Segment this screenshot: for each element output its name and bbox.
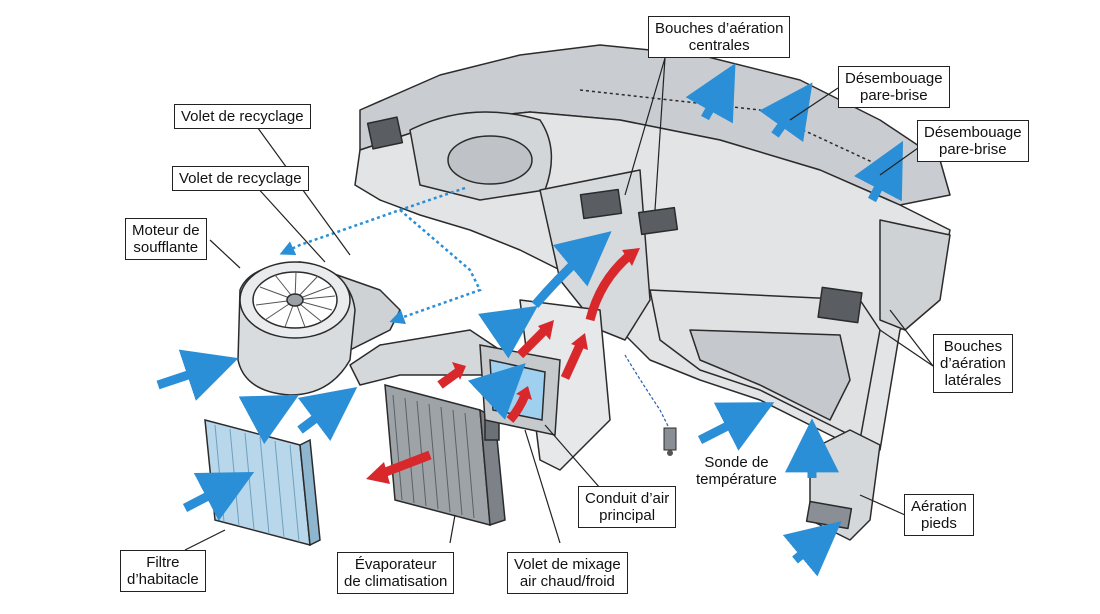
instrument-gauge: [447, 135, 533, 185]
arrow-red-up-3: [560, 343, 585, 380]
arrow-blue-center-vent: [531, 231, 612, 308]
label-text: pieds: [921, 515, 957, 532]
hot-air-arrowheads: [366, 248, 640, 484]
arrow-red-up-2: [516, 326, 549, 359]
temperature-sensor-icon: [624, 354, 677, 456]
label-text: température: [696, 471, 777, 488]
label-sonde-temperature: Sonde de température: [696, 454, 777, 488]
label-aeration-pieds: Aération pieds: [904, 494, 974, 536]
center-vent-right: [637, 206, 679, 236]
label-text: soufflante: [133, 239, 199, 256]
center-vent-left: [579, 188, 623, 220]
arrow-blue-duct-to-evap: [478, 305, 538, 359]
label-text: de climatisation: [344, 573, 448, 590]
label-bouches-centrales: Bouches d’aération centrales: [648, 16, 791, 58]
arrow-blue-vent-up-2: [759, 82, 813, 143]
label-text: Bouches: [943, 338, 1003, 355]
label-evaporateur: Évaporateur de climatisation: [337, 552, 455, 594]
arrow-red-center: [585, 251, 633, 322]
label-volet-recyclage-2: Volet de recyclage: [172, 166, 309, 191]
side-vent-right: [817, 286, 863, 324]
label-text: air chaud/froid: [519, 573, 615, 590]
arrow-blue-glovebox: [697, 402, 775, 451]
label-text: Aération: [911, 498, 967, 515]
arrow-blue-vent-up-3: [854, 140, 904, 203]
label-volet-mixage: Volet de mixage air chaud/froid: [507, 552, 628, 594]
label-text: Désembouage: [845, 70, 943, 87]
label-text: principal: [599, 507, 656, 524]
recirculation-flow: [279, 186, 482, 325]
label-text: Évaporateur: [354, 556, 437, 573]
arrow-blue-filter-in: [182, 472, 255, 521]
label-text: d’habitacle: [127, 571, 199, 588]
arrow-blue-vent-up-1: [685, 63, 736, 124]
label-volet-recyclage-1: Volet de recyclage: [174, 104, 311, 129]
label-text: Volet de mixage: [514, 556, 621, 573]
arrow-blue-foot-2: [782, 521, 842, 577]
label-text: d’aération: [940, 355, 1006, 372]
label-text: Filtre: [146, 554, 180, 571]
label-text: Volet de recyclage: [179, 170, 302, 187]
arrow-red-evap-out: [376, 450, 432, 480]
label-text: Désembouage: [924, 124, 1022, 141]
hot-air-arrows: [376, 251, 633, 480]
right-dash-end: [879, 219, 951, 331]
label-desembouage-1: Désembouage pare-brise: [838, 66, 950, 108]
arrow-red-mix: [506, 393, 530, 423]
label-text: pare-brise: [860, 87, 928, 104]
cabin-filter-icon: [204, 418, 321, 547]
label-text: Volet de recyclage: [181, 108, 304, 125]
label-text: pare-brise: [939, 141, 1007, 158]
label-text: Sonde de: [704, 454, 769, 471]
arrow-blue-filter-to-blower: [238, 394, 300, 445]
label-bouches-laterales: Bouches d’aération latérales: [933, 334, 1013, 393]
blower-motor-icon: [237, 261, 356, 396]
label-conduit-air-principal: Conduit d’air principal: [578, 486, 677, 528]
label-text: latérales: [944, 372, 1002, 389]
label-filtre-habitacle: Filtre d’habitacle: [120, 550, 206, 592]
arrow-red-up-1: [437, 368, 461, 389]
arrow-blue-intake-blower: [156, 349, 239, 401]
arrow-blue-mix: [467, 363, 526, 420]
label-desembouage-2: Désembouage pare-brise: [917, 120, 1029, 162]
label-text: centrales: [688, 37, 750, 54]
cold-air-arrows: [156, 63, 904, 577]
side-vent-left: [366, 116, 404, 150]
label-text: Moteur de: [132, 222, 200, 239]
label-moteur-soufflante: Moteur de soufflante: [125, 218, 207, 260]
label-text: Conduit d’air: [585, 490, 670, 507]
arrow-blue-into-duct: [297, 387, 358, 442]
label-text: Bouches d’aération: [655, 20, 784, 37]
